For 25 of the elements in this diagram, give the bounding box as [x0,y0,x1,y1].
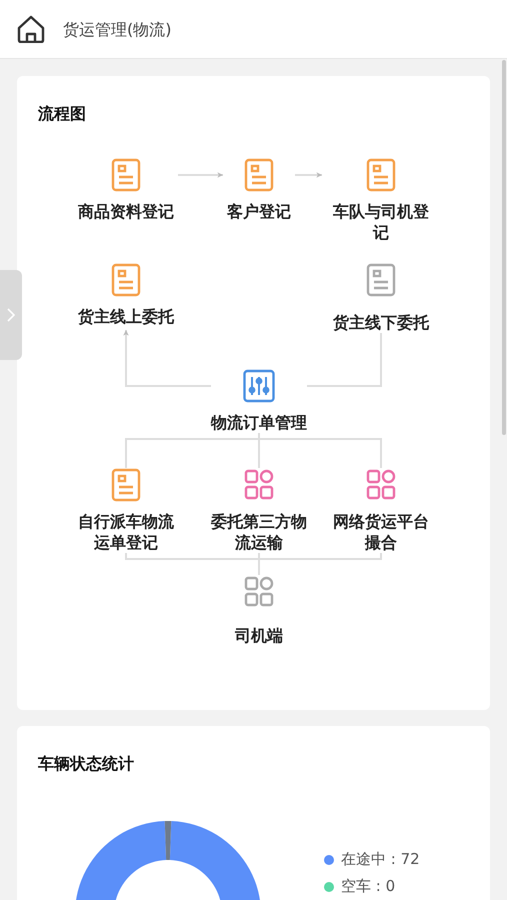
step-label: 车队与司机登记 [332,201,430,243]
step-label: 客户登记 [227,201,291,222]
legend-label: 空车 : 0 [341,877,396,896]
arrow [123,330,211,387]
step-label: 网络货运平台撮合 [332,511,430,553]
step-label: 货主线下委托 [333,312,429,333]
flow-step [227,158,291,222]
step-label: 物流订单管理 [211,412,307,433]
page-title: 货运管理(物流) [63,20,172,41]
step-label: 委托第三方物流运输 [210,511,308,553]
section-heading: 车辆状态统计 [38,754,134,775]
flow-step [235,575,283,646]
section-heading: 流程图 [38,104,86,125]
legend-label: 在途中 : 72 [341,850,420,869]
flow-step [78,263,174,327]
flow-step [211,369,307,433]
step-label: 自行派车物流运单登记 [77,511,175,553]
step-label: 商品资料登记 [78,201,174,222]
step-label: 司机端 [235,625,283,646]
flow-step [333,263,429,333]
flow-step [78,158,174,222]
connector-line [307,333,382,387]
arrow [178,172,223,178]
arrow [295,172,322,178]
step-label: 货主线上委托 [78,306,174,327]
